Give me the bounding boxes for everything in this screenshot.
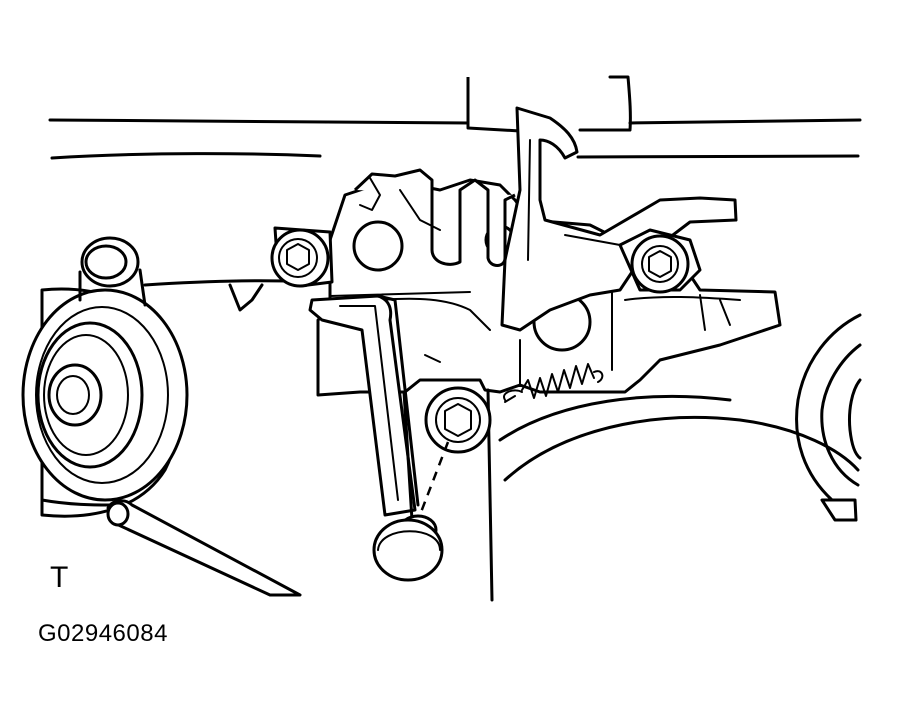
release-rod — [40, 498, 302, 597]
safety-lever — [353, 168, 516, 267]
latch-spring — [503, 363, 604, 403]
view-letter: T — [50, 561, 69, 594]
guide-dashed-line — [416, 441, 450, 521]
latch-hook — [500, 106, 738, 332]
upper-panel-lines — [48, 75, 862, 160]
plug-cap — [372, 514, 444, 582]
right-bracket — [618, 228, 702, 294]
right-pulley — [498, 313, 862, 522]
figure-id: G02946084 — [38, 620, 168, 647]
left-pulley — [21, 287, 189, 518]
plate-edge-left — [402, 390, 414, 522]
center-bolt — [424, 386, 492, 454]
release-lever — [308, 294, 420, 517]
left-bracket — [270, 226, 334, 288]
crossmember-notch — [228, 283, 264, 312]
left-mount-boss — [78, 236, 147, 307]
